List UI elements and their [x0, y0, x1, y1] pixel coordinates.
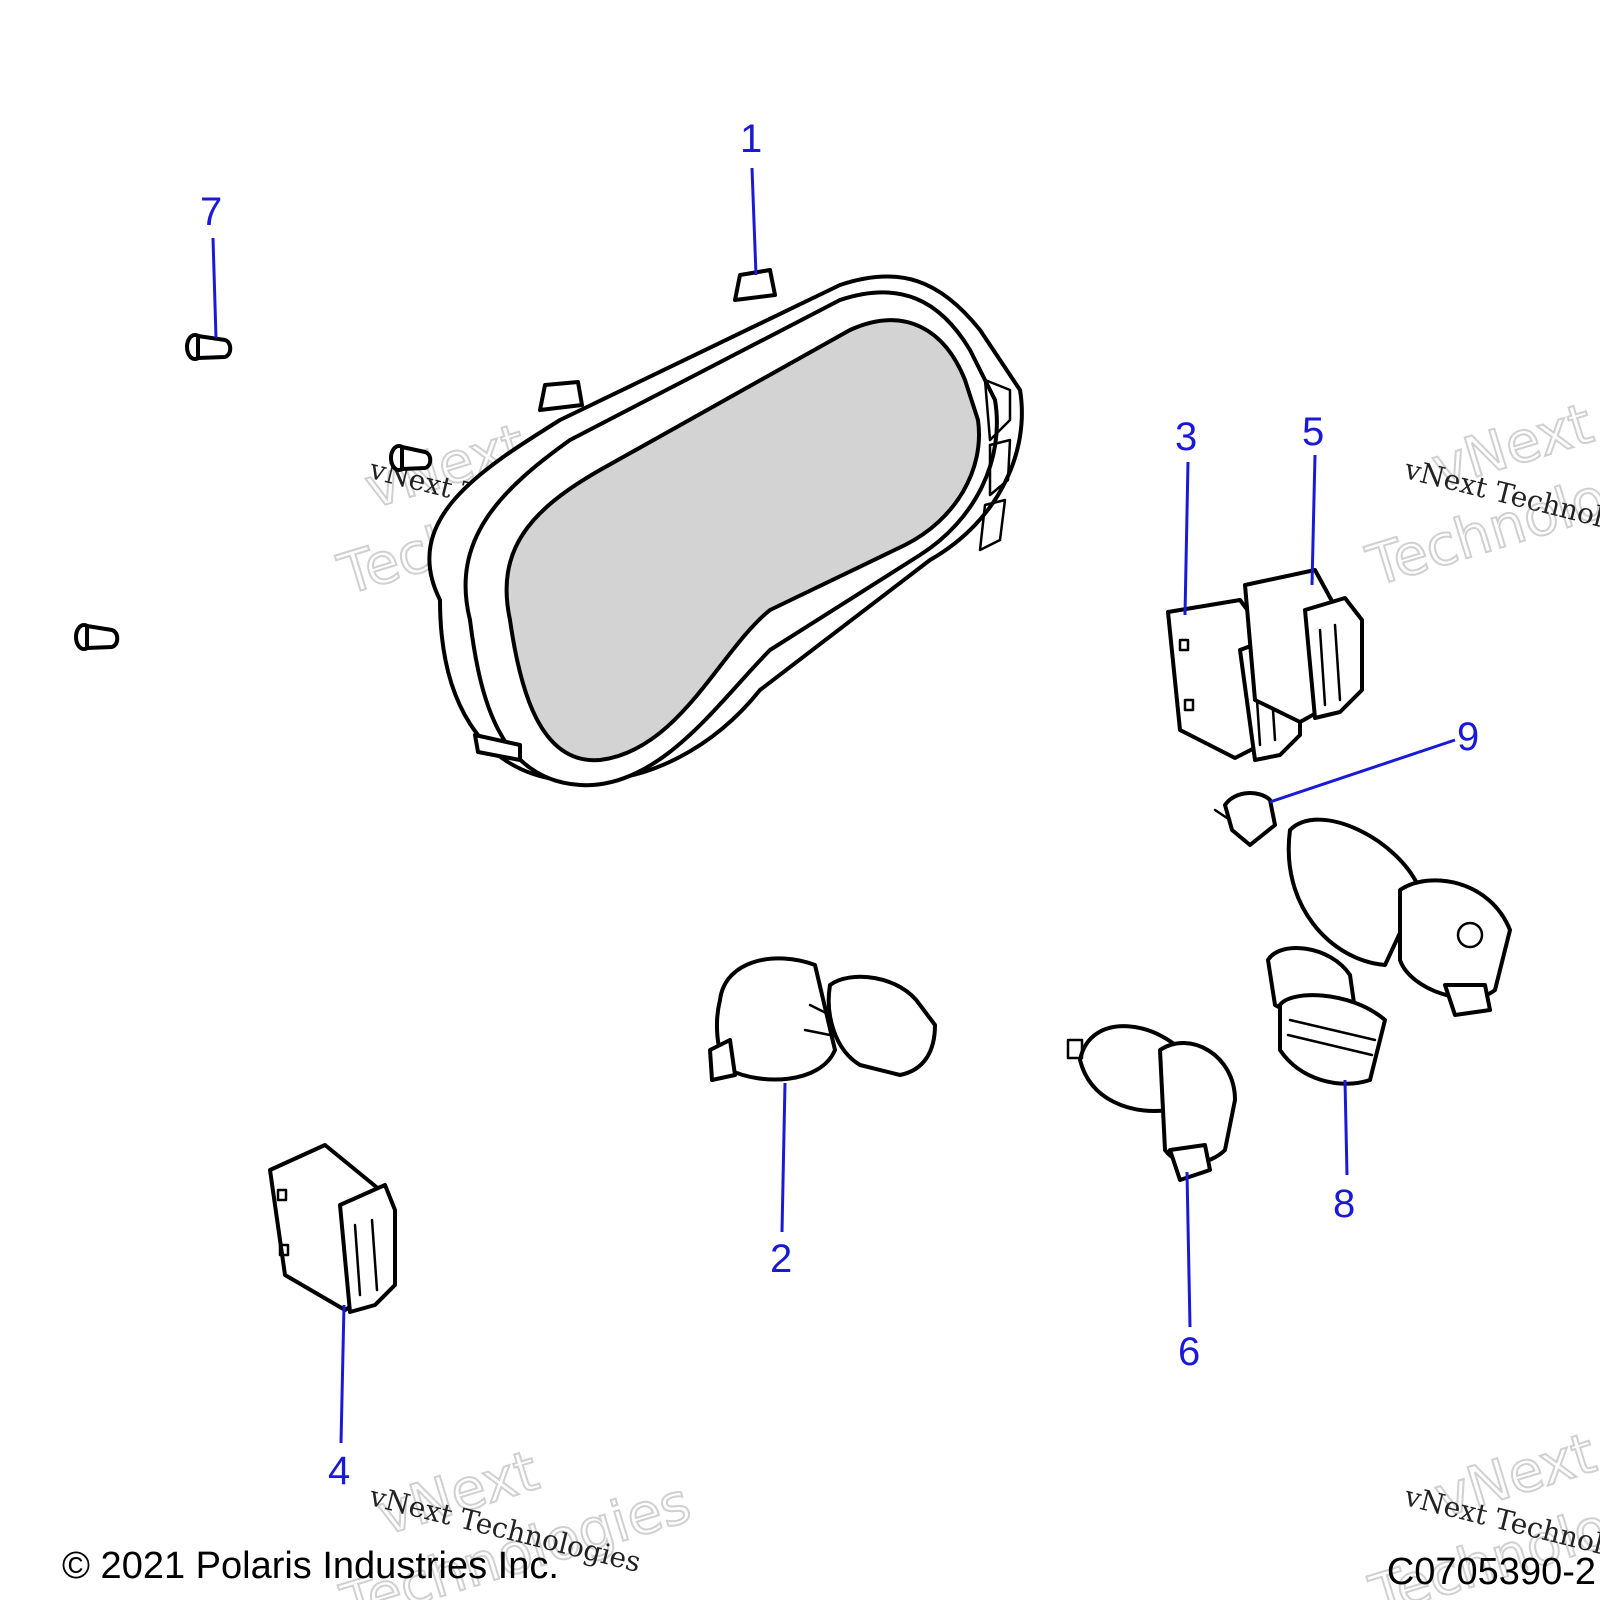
leader-7: [211, 237, 218, 339]
copyright-notice: © 2021 Polaris Industries Inc.: [62, 1545, 559, 1587]
callout-2: 2: [770, 1237, 792, 1281]
callout-3: 3: [1175, 415, 1197, 459]
leader-5: [1310, 454, 1317, 586]
callout-1: 1: [740, 117, 762, 161]
ignition-switch-2: [708, 956, 937, 1082]
outlet-8: [1266, 946, 1387, 1086]
leader-8: [1343, 1079, 1349, 1176]
callout-5: 5: [1302, 410, 1324, 454]
rocker-switch-5: [1243, 568, 1364, 724]
small-outlet-6: [1066, 1024, 1237, 1182]
drawing-number: C0705390-2: [1387, 1551, 1596, 1593]
screw-7a: [185, 333, 233, 361]
callout-8: 8: [1333, 1182, 1355, 1226]
screw-7c: [74, 623, 120, 651]
instrument-cluster: [427, 268, 1024, 788]
callout-6: 6: [1178, 1330, 1200, 1374]
rocker-switch-4: [268, 1143, 397, 1314]
screw-7b: [389, 444, 433, 472]
leader-6: [1185, 1171, 1192, 1328]
leader-9: [1269, 738, 1456, 804]
leader-2: [780, 1082, 787, 1233]
leader-1: [750, 167, 758, 276]
power-outlet-9: [1213, 791, 1512, 1017]
leader-4: [339, 1304, 346, 1444]
callout-4: 4: [328, 1449, 350, 1493]
callout-9: 9: [1457, 715, 1479, 759]
leader-3: [1183, 461, 1190, 616]
callout-7: 7: [200, 190, 222, 234]
